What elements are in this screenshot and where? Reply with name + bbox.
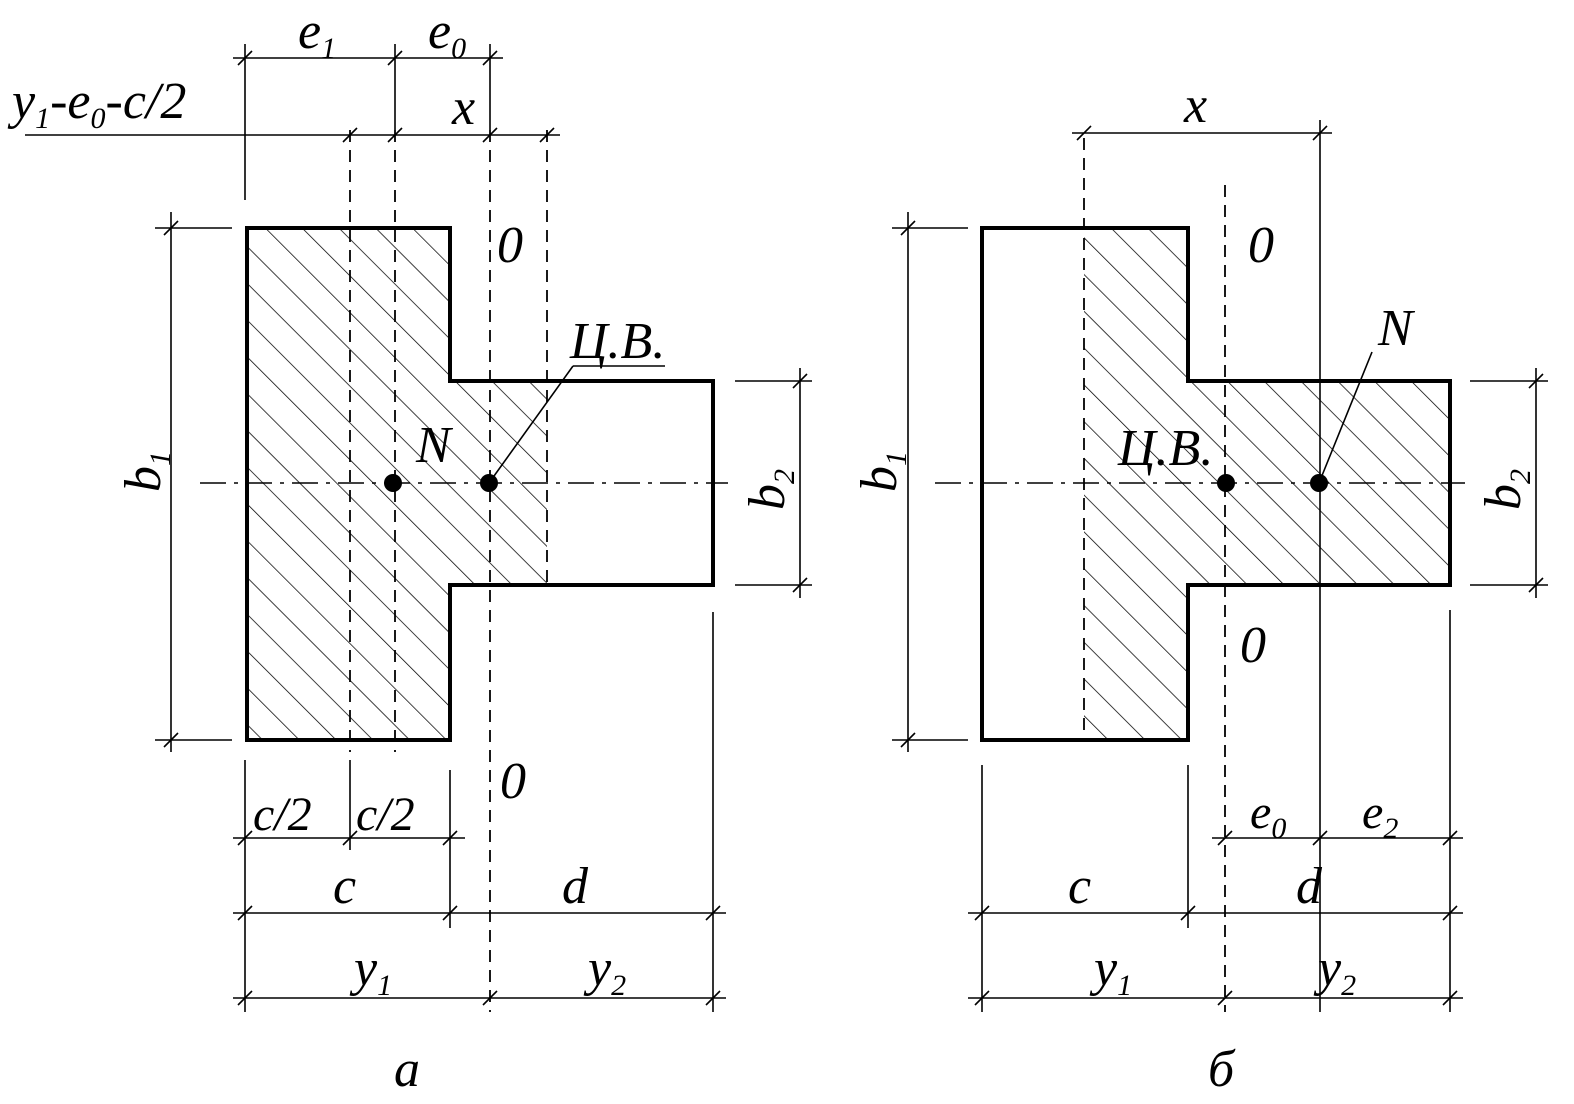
y1-label: y1 <box>1089 940 1132 1002</box>
e0-label: e0 <box>1250 786 1286 845</box>
b2-label: b2 <box>1475 469 1537 510</box>
caption-a: а <box>394 1041 420 1098</box>
b1-label: b1 <box>851 451 913 492</box>
e2-label: e2 <box>1362 786 1398 845</box>
y2-label: y2 <box>583 940 626 1002</box>
n-label: N <box>1377 300 1416 357</box>
caption-b: б <box>1208 1041 1236 1098</box>
dimension-ticks-b <box>900 125 1544 1006</box>
figure-a: e1 e0 y1-e0-c/2 x 0 0 Ц.В. N b1 b2 c/2 c… <box>7 3 812 1098</box>
b1-label: b1 <box>115 451 177 492</box>
c-label: c <box>333 858 356 915</box>
centroid-point <box>1217 474 1235 492</box>
figure-b: x 0 0 N Ц.В. b1 b2 e0 e2 c d y1 y2 б <box>851 77 1548 1098</box>
e1-label: e1 <box>298 3 336 65</box>
y1-label: y1 <box>349 940 392 1002</box>
axis-0-bottom-label: 0 <box>1240 617 1266 674</box>
y1-e0-c2-label: y1-e0-c/2 <box>7 73 186 135</box>
axis-0-bottom-label: 0 <box>500 753 526 810</box>
axis-0-top-label: 0 <box>497 217 523 274</box>
n-leader-line <box>1318 351 1373 484</box>
d-label: d <box>1296 858 1323 915</box>
n-force-point <box>384 474 402 492</box>
b2-label: b2 <box>739 469 801 510</box>
c-half-left-label: c/2 <box>253 788 312 841</box>
cv-leader-line <box>488 365 574 484</box>
x-label: x <box>1183 77 1207 134</box>
axis-0-top-label: 0 <box>1248 217 1274 274</box>
t-section-outline <box>980 226 1452 742</box>
y2-label: y2 <box>1313 940 1356 1002</box>
d-label: d <box>562 858 589 915</box>
t-section-outline <box>245 226 715 742</box>
x-label: x <box>451 79 475 136</box>
c-half-right-label: c/2 <box>356 788 415 841</box>
cv-label: Ц.В. <box>1117 420 1213 477</box>
c-label: c <box>1068 858 1091 915</box>
e0-label: e0 <box>428 3 466 65</box>
n-label: N <box>415 417 454 474</box>
dimension-ticks-a <box>163 50 808 1006</box>
cv-label: Ц.В. <box>569 313 665 370</box>
